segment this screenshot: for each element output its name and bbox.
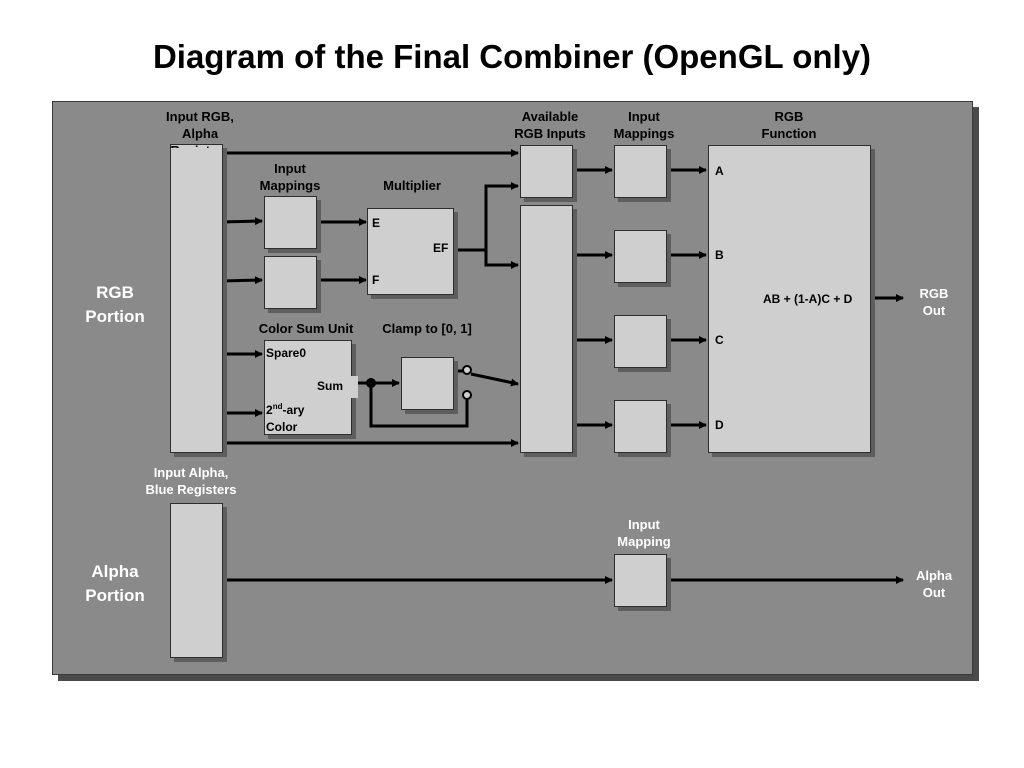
function-input-a: A	[715, 164, 724, 178]
function-input-c: C	[715, 333, 724, 347]
alpha-input-mapping-box	[614, 554, 667, 607]
secondary-superscript: nd	[272, 402, 283, 411]
rgb-function-label: RGB Function	[761, 109, 817, 141]
alpha-out-label: Alpha Out	[915, 568, 953, 600]
function-input-d: D	[715, 418, 724, 432]
sum-label: Sum	[317, 379, 344, 393]
wire-sum-bypass	[369, 383, 469, 428]
multiplier-f-label: F	[372, 273, 380, 287]
input-mapping-b-box	[614, 230, 667, 283]
input-mappings-multiplier-label: Input Mappings	[259, 161, 321, 193]
wire-reg-to-map-f	[221, 276, 263, 285]
input-mapping-f-box	[264, 256, 317, 309]
wire-ef-to-available-top	[454, 182, 519, 252]
rgb-out-label: RGB Out	[919, 286, 949, 318]
input-mapping-e-box	[264, 196, 317, 249]
wire-reg-to-map-e	[221, 217, 263, 226]
sum-junction-dot	[366, 378, 376, 388]
function-input-b: B	[715, 248, 724, 262]
color-sum-unit-box: Spare0 Sum 2nd-ary Color	[264, 340, 352, 435]
available-rgb-inputs-label: Available RGB Inputs	[514, 109, 586, 141]
spare0-label: Spare0	[266, 346, 307, 360]
available-rgb-input-main-box	[520, 205, 573, 453]
input-mapping-alpha-label: Input Mapping	[617, 517, 671, 549]
switch-contact-top	[462, 365, 472, 375]
color-sum-unit-label: Color Sum Unit	[258, 321, 354, 336]
input-rgb-alpha-registers-box	[170, 144, 223, 453]
input-mapping-d-box	[614, 400, 667, 453]
wire-ef-to-available-main	[484, 250, 519, 269]
multiplier-box: E EF F	[367, 208, 454, 295]
color-word: Color	[266, 420, 298, 434]
rgb-portion-label: RGB Portion	[85, 283, 145, 326]
secondary-suffix: -ary	[282, 403, 305, 417]
input-alpha-blue-registers-label: Input Alpha, Blue Registers	[145, 465, 237, 497]
clamp-label: Clamp to [0, 1]	[382, 321, 472, 336]
multiplier-e-label: E	[372, 216, 381, 230]
page-title: Diagram of the Final Combiner (OpenGL on…	[152, 38, 872, 75]
input-mapping-c-box	[614, 315, 667, 368]
multiplier-ef-label: EF	[433, 241, 449, 255]
switch-contact-bottom	[462, 390, 472, 400]
alpha-portion-label: Alpha Portion	[85, 562, 145, 605]
available-rgb-input-top-box	[520, 145, 573, 198]
wire-switch-to-available	[470, 372, 519, 387]
clamp-box	[401, 357, 454, 410]
multiplier-label: Multiplier	[383, 178, 441, 193]
input-mapping-a-box	[614, 145, 667, 198]
secondary-color-label: 2nd-ary Color	[266, 398, 304, 436]
input-mappings-top-label: Input Mappings	[613, 109, 675, 141]
sum-output-notch	[348, 376, 358, 398]
input-alpha-blue-registers-box	[170, 503, 223, 658]
secondary-number: 2	[266, 403, 273, 417]
input-rgb-alpha-registers-label: Input RGB, Alpha Registers	[166, 109, 234, 148]
function-formula: AB + (1-A)C + D	[763, 292, 853, 306]
rgb-function-box: A B AB + (1-A)C + D C D	[708, 145, 871, 453]
